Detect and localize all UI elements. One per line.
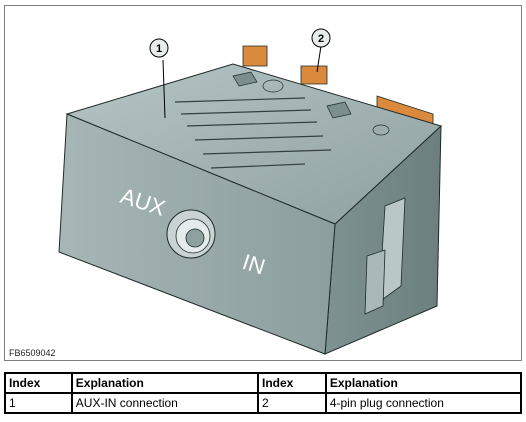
header-index-1: Index [4, 372, 73, 394]
table-row: 1 AUX-IN connection 2 4-pin plug connect… [4, 392, 523, 414]
callout-1: 1 [149, 38, 169, 119]
legend-table: Index Explanation Index Explanation 1 AU… [4, 372, 523, 414]
row-explanation-2: 4-pin plug connection [324, 392, 523, 414]
legend-header-row: Index Explanation Index Explanation [4, 372, 523, 394]
top-label-engraving [174, 97, 332, 169]
aux-in-module-illustration: AUX IN 1 2 [58, 28, 442, 355]
row-index-2: 2 [257, 392, 327, 414]
diagram-figure: AUX IN 1 2 FB6509042 [4, 5, 522, 361]
row-index-1: 1 [4, 392, 73, 414]
header-explanation-2: Explanation [324, 372, 523, 394]
svg-text:1: 1 [156, 43, 162, 55]
header-index-2: Index [257, 372, 327, 394]
callout-2: 2 [311, 28, 331, 73]
header-explanation-1: Explanation [70, 372, 260, 394]
svg-text:2: 2 [318, 33, 324, 45]
aux-jack [166, 209, 216, 259]
figure-id: FB6509042 [9, 348, 56, 358]
row-explanation-1: AUX-IN connection [70, 392, 260, 414]
